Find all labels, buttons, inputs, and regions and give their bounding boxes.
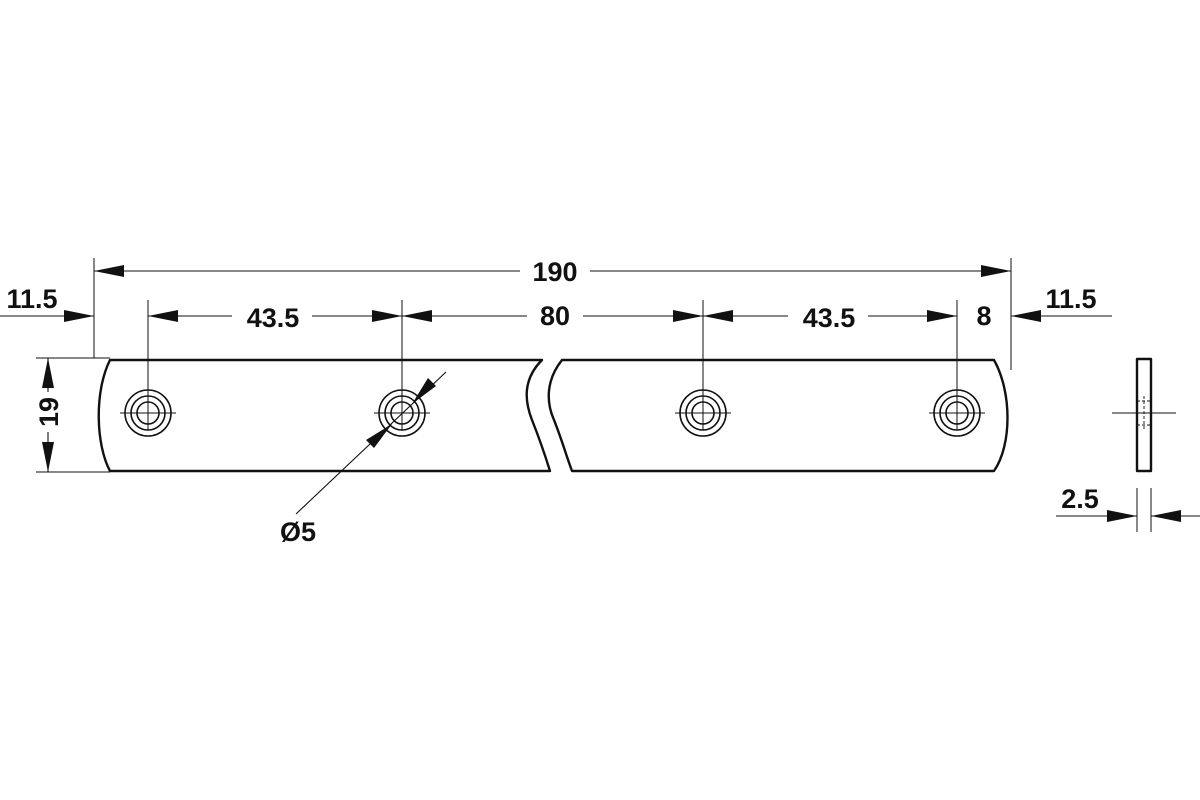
dimension-overall-length: 190 — [94, 254, 1011, 288]
dimension-hole-diameter: Ø5 — [280, 371, 447, 547]
plate-left-segment — [97, 358, 552, 473]
dimension-right-offset: 11.5 — [1011, 284, 1112, 322]
label-left-offset: 11.5 — [6, 284, 57, 314]
dimension-width: 19 — [34, 358, 64, 472]
dimension-hole-spacing: 43.5 80 43.5 8 — [148, 300, 992, 334]
label-spacing-right: 43.5 — [803, 303, 856, 333]
plate-front-view — [97, 358, 1009, 473]
label-hole-diameter: Ø5 — [280, 517, 316, 547]
plate-side-view — [1112, 357, 1176, 473]
label-spacing-left: 43.5 — [247, 303, 300, 333]
label-right-offset: 11.5 — [1045, 284, 1096, 314]
extension-lines — [36, 258, 1012, 473]
label-width: 19 — [34, 397, 64, 427]
label-thickness: 2.5 — [1061, 484, 1099, 514]
dimension-left-offset: 11.5 — [0, 284, 94, 322]
label-overall-length: 190 — [532, 257, 577, 287]
plate-right-segment — [547, 358, 1009, 473]
label-spacing-middle: 80 — [540, 301, 570, 331]
dimension-thickness: 2.5 — [1056, 484, 1200, 532]
label-end-spacing: 8 — [976, 301, 991, 331]
